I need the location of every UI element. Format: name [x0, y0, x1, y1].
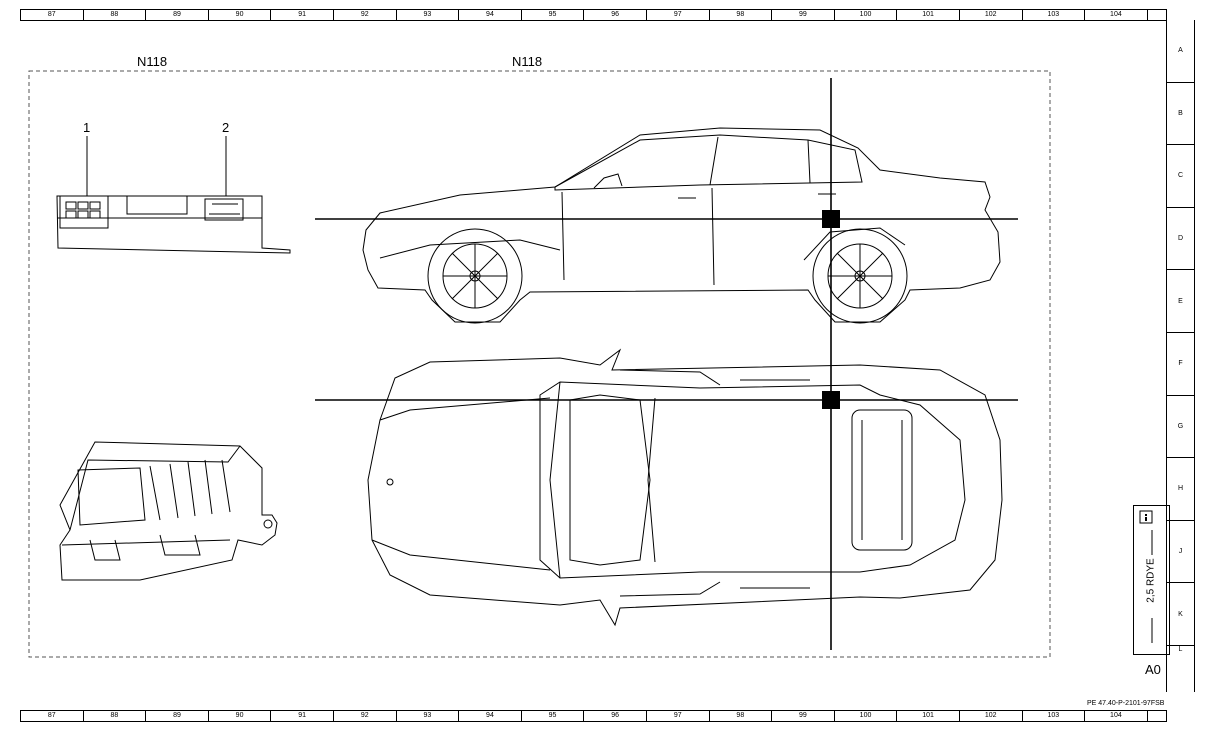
- info-icon: [1139, 510, 1153, 524]
- column-label: 90: [209, 10, 272, 20]
- column-label: 97: [647, 711, 710, 721]
- component-area-frame: [28, 70, 1051, 658]
- column-label: 88: [84, 10, 147, 20]
- column-label: 104: [1085, 711, 1148, 721]
- wire-legend: 2,5 RDYE: [1133, 505, 1170, 655]
- row-label: C: [1167, 145, 1194, 208]
- column-label: 92: [334, 711, 397, 721]
- column-ruler-top: 87 88 89 90 91 92 93 94 95 96 97 98 99 1…: [20, 9, 1167, 21]
- column-label: 94: [459, 10, 522, 20]
- car-side-view: [362, 127, 1001, 324]
- column-label: 103: [1023, 10, 1086, 20]
- column-label: 98: [710, 711, 773, 721]
- column-label: 98: [710, 10, 773, 20]
- column-label: 90: [209, 711, 272, 721]
- wire-color-code: 2,5 RDYE: [1146, 557, 1157, 603]
- column-label: 91: [271, 711, 334, 721]
- column-label: 91: [271, 10, 334, 20]
- row-label: F: [1167, 333, 1194, 396]
- column-label: 95: [522, 711, 585, 721]
- callout-pin-1: 1: [83, 120, 91, 135]
- control-unit-side-view: [56, 136, 291, 254]
- column-label: 101: [897, 711, 960, 721]
- control-unit-isometric-view: [59, 441, 278, 581]
- column-label: 102: [960, 10, 1023, 20]
- location-marker-side: [822, 210, 840, 228]
- legend-code: A0: [1145, 662, 1161, 677]
- column-label: 99: [772, 711, 835, 721]
- column-label: 104: [1085, 10, 1148, 20]
- column-label: 96: [584, 711, 647, 721]
- row-label: J: [1167, 521, 1194, 584]
- column-label: 88: [84, 711, 147, 721]
- location-marker-top: [822, 391, 840, 409]
- column-label: 100: [835, 711, 898, 721]
- row-ruler: A B C D E F G H J K L: [1166, 20, 1195, 692]
- column-label: 95: [522, 10, 585, 20]
- column-label: 100: [835, 10, 898, 20]
- column-label: 103: [1023, 711, 1086, 721]
- row-label: A: [1167, 20, 1194, 83]
- row-label: L: [1178, 645, 1183, 653]
- column-label: 101: [897, 10, 960, 20]
- column-label: 89: [146, 10, 209, 20]
- column-label: 93: [397, 711, 460, 721]
- column-label: 87: [21, 711, 84, 721]
- column-label: 102: [960, 711, 1023, 721]
- row-label: B: [1167, 83, 1194, 146]
- row-label: K: [1167, 583, 1194, 646]
- column-label: 92: [334, 10, 397, 20]
- column-label: 89: [146, 711, 209, 721]
- column-label: 87: [21, 10, 84, 20]
- car-top-view: [367, 348, 1003, 627]
- row-label: D: [1167, 208, 1194, 271]
- wire-legend-box: [1133, 505, 1170, 655]
- column-label: 97: [647, 10, 710, 20]
- row-label: G: [1167, 396, 1194, 459]
- column-label: 96: [584, 10, 647, 20]
- column-label: 93: [397, 10, 460, 20]
- component-label-center: N118: [512, 54, 543, 69]
- callout-pin-2: 2: [222, 120, 230, 135]
- column-label: 94: [459, 711, 522, 721]
- document-id: PE 47.40-P-2101-97FSB: [1087, 700, 1165, 707]
- row-label: E: [1167, 270, 1194, 333]
- column-ruler-bottom: 87 88 89 90 91 92 93 94 95 96 97 98 99 1…: [20, 710, 1167, 722]
- component-label-left: N118: [137, 54, 168, 69]
- row-label: H: [1167, 458, 1194, 521]
- location-crosshairs: [315, 78, 1018, 650]
- column-label: 99: [772, 10, 835, 20]
